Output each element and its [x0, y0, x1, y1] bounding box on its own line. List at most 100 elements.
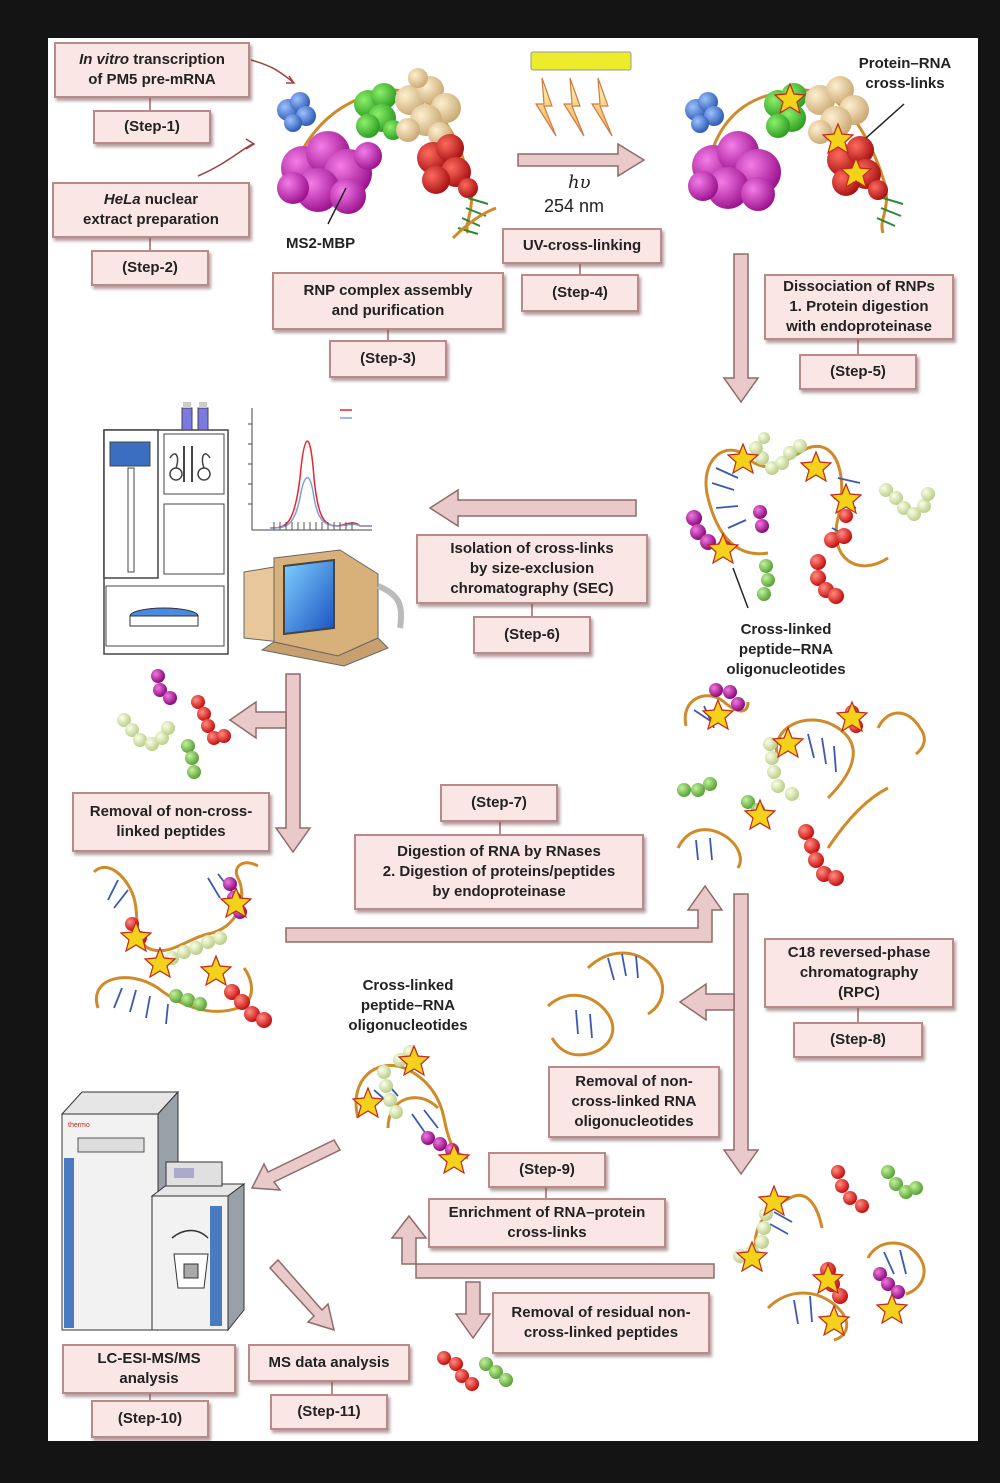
sec-line3: chromatography (SEC): [450, 580, 614, 597]
curved-arrows: [197, 59, 296, 177]
cross-linked-2-line3: oligonucleotides: [348, 1017, 468, 1034]
hela-italic: HeLa: [103, 191, 141, 208]
wavelength-label: 254 nm: [544, 196, 605, 216]
cross-linked-2-line2: peptide–RNA: [360, 997, 456, 1014]
cross-linked-label-2: Cross-linked peptide–RNA oligonucleotide…: [334, 976, 482, 1036]
c18-line1: C18 reversed-phase: [787, 944, 931, 961]
rna-peptide-mixture-illustration: [92, 861, 272, 1028]
uv-lamp-icon: [530, 51, 632, 137]
rnp-complex-illustration: [277, 68, 497, 240]
down-arrow-4: [454, 1281, 492, 1340]
cross-linked-1-line1: Cross-linked: [740, 621, 832, 638]
removal-peptides-line2: linked peptides: [116, 823, 226, 840]
cross-linked-complex-illustration: [685, 76, 905, 234]
down-arrow-2: [274, 673, 312, 854]
removal-residual-line1: Removal of residual non-: [511, 1304, 691, 1321]
dissociation-box: Dissociation of RNPs 1. Protein digestio…: [764, 274, 954, 340]
diagonal-arrow-1: [250, 1139, 342, 1191]
hplc-instrument-icon: [103, 402, 229, 655]
ms2-mbp-label: MS2-MBP: [286, 235, 356, 252]
dissociation-line2: 1. Protein digestion: [789, 298, 929, 315]
protein-rna-line1: Protein–RNA: [858, 55, 952, 72]
digestion-line3: by endoproteinase: [432, 883, 566, 900]
down-arrow: [722, 253, 760, 404]
bent-arrow-up: [285, 884, 724, 943]
step-9-box: (Step-9): [488, 1152, 606, 1188]
protein-rna-line2: cross-links: [865, 75, 945, 92]
enrichment-box: Enrichment of RNA–protein cross-links: [428, 1198, 666, 1248]
dissociation-line1: Dissociation of RNPs: [783, 278, 935, 295]
in-vitro-transcription-box: In vitro transcription of PM5 pre-mRNA: [54, 42, 250, 98]
peptide-rna-illustration-3: [351, 1044, 471, 1175]
computer-icon: [243, 549, 405, 667]
ms-data-analysis-box: MS data analysis: [248, 1344, 410, 1382]
hela-rest: nuclear: [140, 191, 199, 208]
step-2-box: (Step-2): [91, 250, 209, 286]
lcms-line2: analysis: [119, 1370, 179, 1387]
peptide-rna-illustration-1: [686, 432, 935, 609]
removal-rna-line1: Removal of non-: [575, 1073, 693, 1090]
hela-line2: extract preparation: [83, 211, 219, 228]
step-10-box: (Step-10): [91, 1400, 209, 1438]
protein-rna-cross-links-label: Protein–RNA cross-links: [848, 54, 962, 94]
c18-line2: chromatography: [799, 964, 919, 981]
rna-digestion-box: Digestion of RNA by RNases 2. Digestion …: [354, 834, 644, 910]
removal-non-cross-linked-rna-box: Removal of non- cross-linked RNA oligonu…: [548, 1066, 720, 1138]
uv-arrow: [517, 142, 646, 178]
uv-cross-linking-box: UV-cross-linking: [502, 228, 662, 264]
sec-line1: Isolation of cross-links: [450, 540, 614, 557]
c18-line3: (RPC): [838, 984, 880, 1001]
hela-extract-box: HeLa nuclear extract preparation: [52, 182, 250, 238]
step-1-box: (Step-1): [93, 110, 211, 144]
in-vitro-italic: In vitro: [79, 51, 130, 68]
h-nu-label: hυ: [568, 172, 591, 193]
lc-ms-analysis-box: LC-ESI-MS/MS analysis: [62, 1344, 236, 1394]
rnp-assembly-box: RNP complex assembly and purification: [272, 272, 504, 330]
removal-residual-peptides-box: Removal of residual non- cross-linked pe…: [492, 1292, 710, 1354]
cross-linked-2-line1: Cross-linked: [362, 977, 454, 994]
dissociation-line3: with endoproteinase: [786, 318, 932, 335]
cross-linked-label-1: Cross-linked peptide–RNA oligonucleotide…: [712, 620, 860, 680]
removal-rna-line2: cross-linked RNA: [571, 1093, 697, 1110]
workflow-diagram: [60, 51, 935, 1400]
residual-peptides-illustration: [437, 1351, 513, 1391]
removal-rna-line3: oligonucleotides: [574, 1113, 694, 1130]
free-rna-illustration: [546, 951, 664, 1057]
peptide-rna-illustration-4: [733, 1165, 926, 1342]
bent-arrow-left-up: [390, 1214, 715, 1279]
cross-linked-1-line3: oligonucleotides: [726, 661, 846, 678]
in-vitro-line2: of PM5 pre-mRNA: [88, 71, 216, 88]
step-4-box: (Step-4): [521, 274, 639, 312]
connector-lines: [149, 98, 859, 1400]
lcms-line1: LC-ESI-MS/MS: [97, 1350, 201, 1367]
left-arrow-2: [228, 700, 287, 740]
rnp-line1: RNP complex assembly: [303, 282, 473, 299]
cross-linked-1-line2: peptide–RNA: [738, 641, 834, 658]
rnp-line2: and purification: [331, 302, 445, 319]
removal-residual-line2: cross-linked peptides: [523, 1324, 679, 1341]
left-arrow-3: [678, 982, 735, 1022]
digestion-line2: 2. Digestion of proteins/peptides: [382, 863, 616, 880]
step-5-box: (Step-5): [799, 354, 917, 390]
figure-canvas: In vitro transcription of PM5 pre-mRNA (…: [48, 38, 978, 1441]
diagonal-arrow-2: [268, 1258, 336, 1332]
step-6-box: (Step-6): [473, 616, 591, 654]
instrument-brand-label: thermo: [68, 1122, 90, 1129]
down-arrow-3: [722, 893, 760, 1176]
sec-line2: by size-exclusion: [469, 560, 595, 577]
chromatogram: [248, 408, 372, 531]
enrichment-line1: Enrichment of RNA–protein: [448, 1204, 646, 1221]
sec-isolation-box: Isolation of cross-links by size-exclusi…: [416, 534, 648, 604]
c18-rpc-box: C18 reversed-phase chromatography (RPC): [764, 938, 954, 1008]
digestion-line1: Digestion of RNA by RNases: [397, 843, 601, 860]
step-3-box: (Step-3): [329, 340, 447, 378]
step-7-box: (Step-7): [440, 784, 558, 822]
in-vitro-rest: transcription: [129, 51, 225, 68]
removal-non-cross-linked-peptides-box: Removal of non-cross- linked peptides: [72, 792, 270, 852]
step-11-box: (Step-11): [270, 1394, 388, 1430]
enrichment-line2: cross-links: [507, 1224, 587, 1241]
peptide-rna-illustration-2: [676, 683, 926, 886]
step-8-box: (Step-8): [793, 1022, 923, 1058]
free-peptides-illustration: [117, 669, 231, 779]
left-arrow: [428, 488, 637, 528]
